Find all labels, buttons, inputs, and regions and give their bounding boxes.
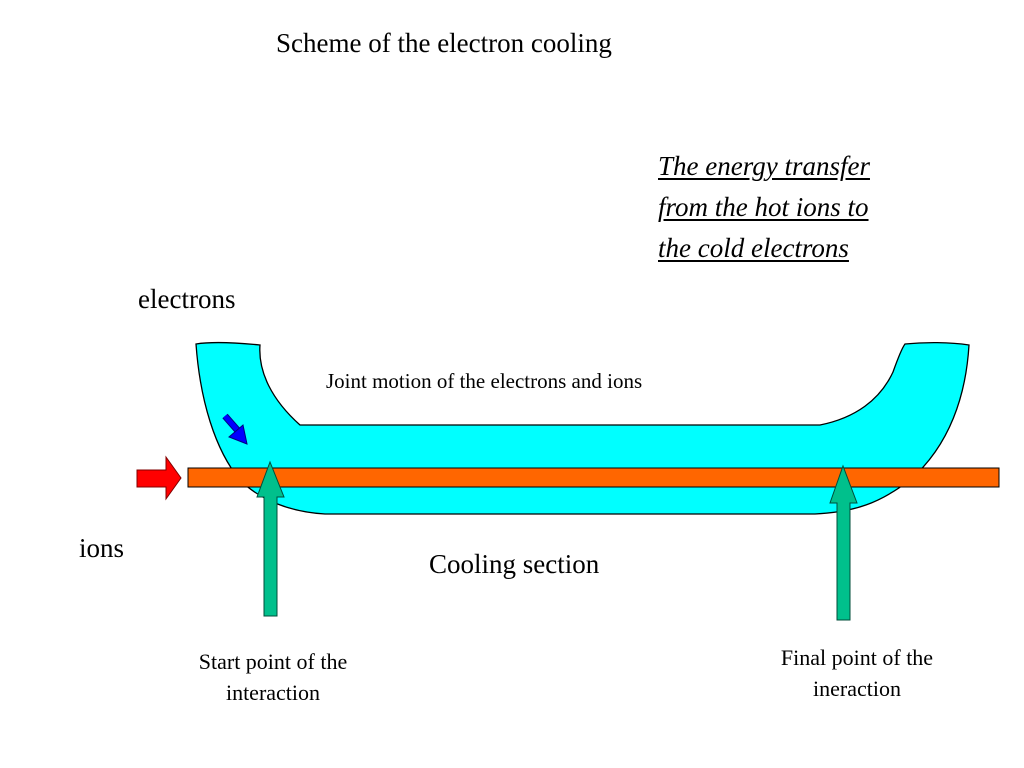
cooling-section-label: Cooling section: [429, 549, 600, 579]
ion-entry-arrow: [136, 455, 182, 501]
ion-beam: [187, 467, 1000, 488]
electrons-label: electrons: [138, 284, 236, 314]
energy-transfer-line-1: The energy transfer: [658, 151, 870, 181]
energy-transfer-line-2: from the hot ions to: [658, 192, 869, 222]
energy-transfer-note: The energy transfer from the hot ions to…: [658, 146, 870, 269]
page-title: Scheme of the electron cooling: [276, 28, 612, 58]
energy-transfer-line-3: the cold electrons: [658, 233, 849, 263]
final-point-label: Final point of the ineraction: [780, 645, 934, 701]
final-point-arrow: [829, 464, 858, 621]
electron-direction-arrow: [222, 413, 248, 445]
ions-label: ions: [79, 533, 125, 563]
start-point-arrow: [256, 460, 285, 617]
joint-motion-label: Joint motion of the electrons and ions: [326, 369, 643, 393]
start-point-label: Start point of the interaction: [198, 649, 348, 705]
